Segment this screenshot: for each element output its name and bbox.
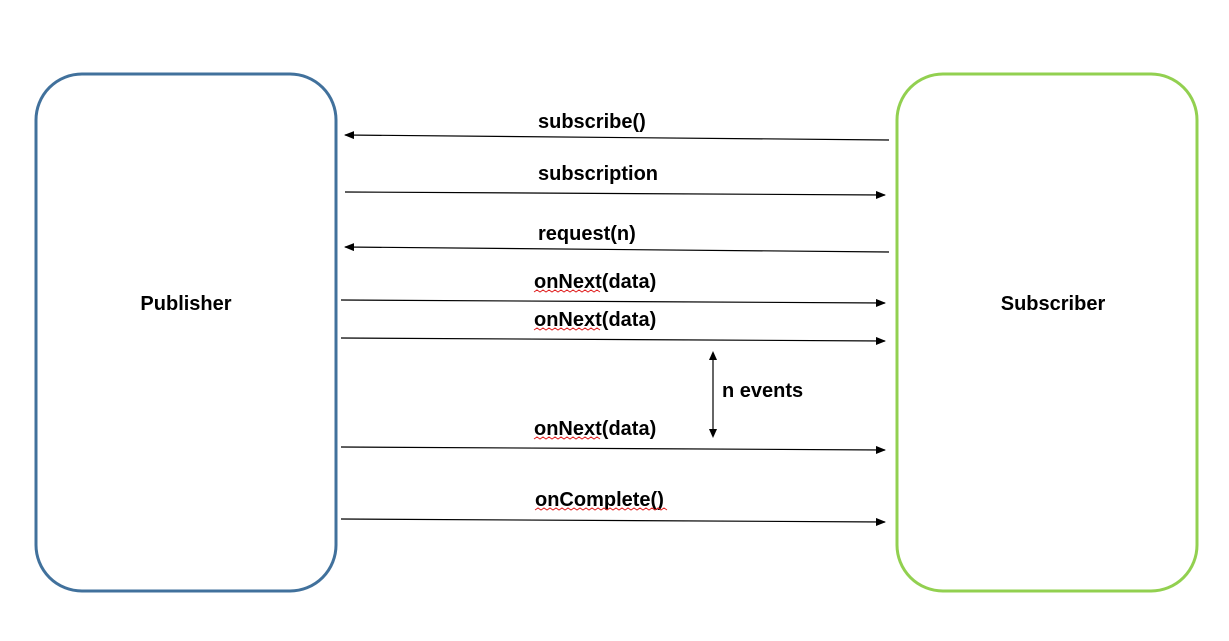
- publisher-label: Publisher: [140, 293, 231, 315]
- message-label-request: request(n): [538, 223, 636, 245]
- message-arrow-subscribe: [344, 131, 890, 141]
- message-arrow-onnext-1: [340, 298, 886, 307]
- spellcheck-underline: [534, 507, 668, 511]
- events-arrow-up-head: [709, 351, 717, 360]
- message-label-subscribe: subscribe(): [538, 111, 646, 133]
- message-label-onnext-3: onNext(data): [534, 418, 656, 440]
- subscriber-box: [895, 72, 1199, 593]
- message-label-oncomplete: onComplete(): [535, 489, 664, 511]
- publisher-box: [34, 72, 338, 593]
- message-label-onnext-1: onNext(data): [534, 271, 656, 293]
- message-arrow-subscription: [344, 190, 886, 199]
- spellcheck-underline: [533, 289, 601, 293]
- message-list: subscribe() subscription request(n) onNe…: [340, 111, 890, 526]
- subscriber-label: Subscriber: [1001, 293, 1106, 315]
- spellcheck-underline: [533, 327, 601, 331]
- message-arrow-oncomplete: [340, 517, 886, 526]
- message-arrow-request: [344, 243, 890, 253]
- events-marker: n events: [709, 351, 803, 438]
- spellcheck-underline: [533, 436, 601, 440]
- message-label-onnext-2: onNext(data): [534, 309, 656, 331]
- message-arrow-onnext-3: [340, 445, 886, 454]
- events-label: n events: [722, 380, 803, 402]
- message-arrow-onnext-2: [340, 336, 886, 345]
- events-arrow-down-head: [709, 429, 717, 438]
- message-label-subscription: subscription: [538, 163, 658, 185]
